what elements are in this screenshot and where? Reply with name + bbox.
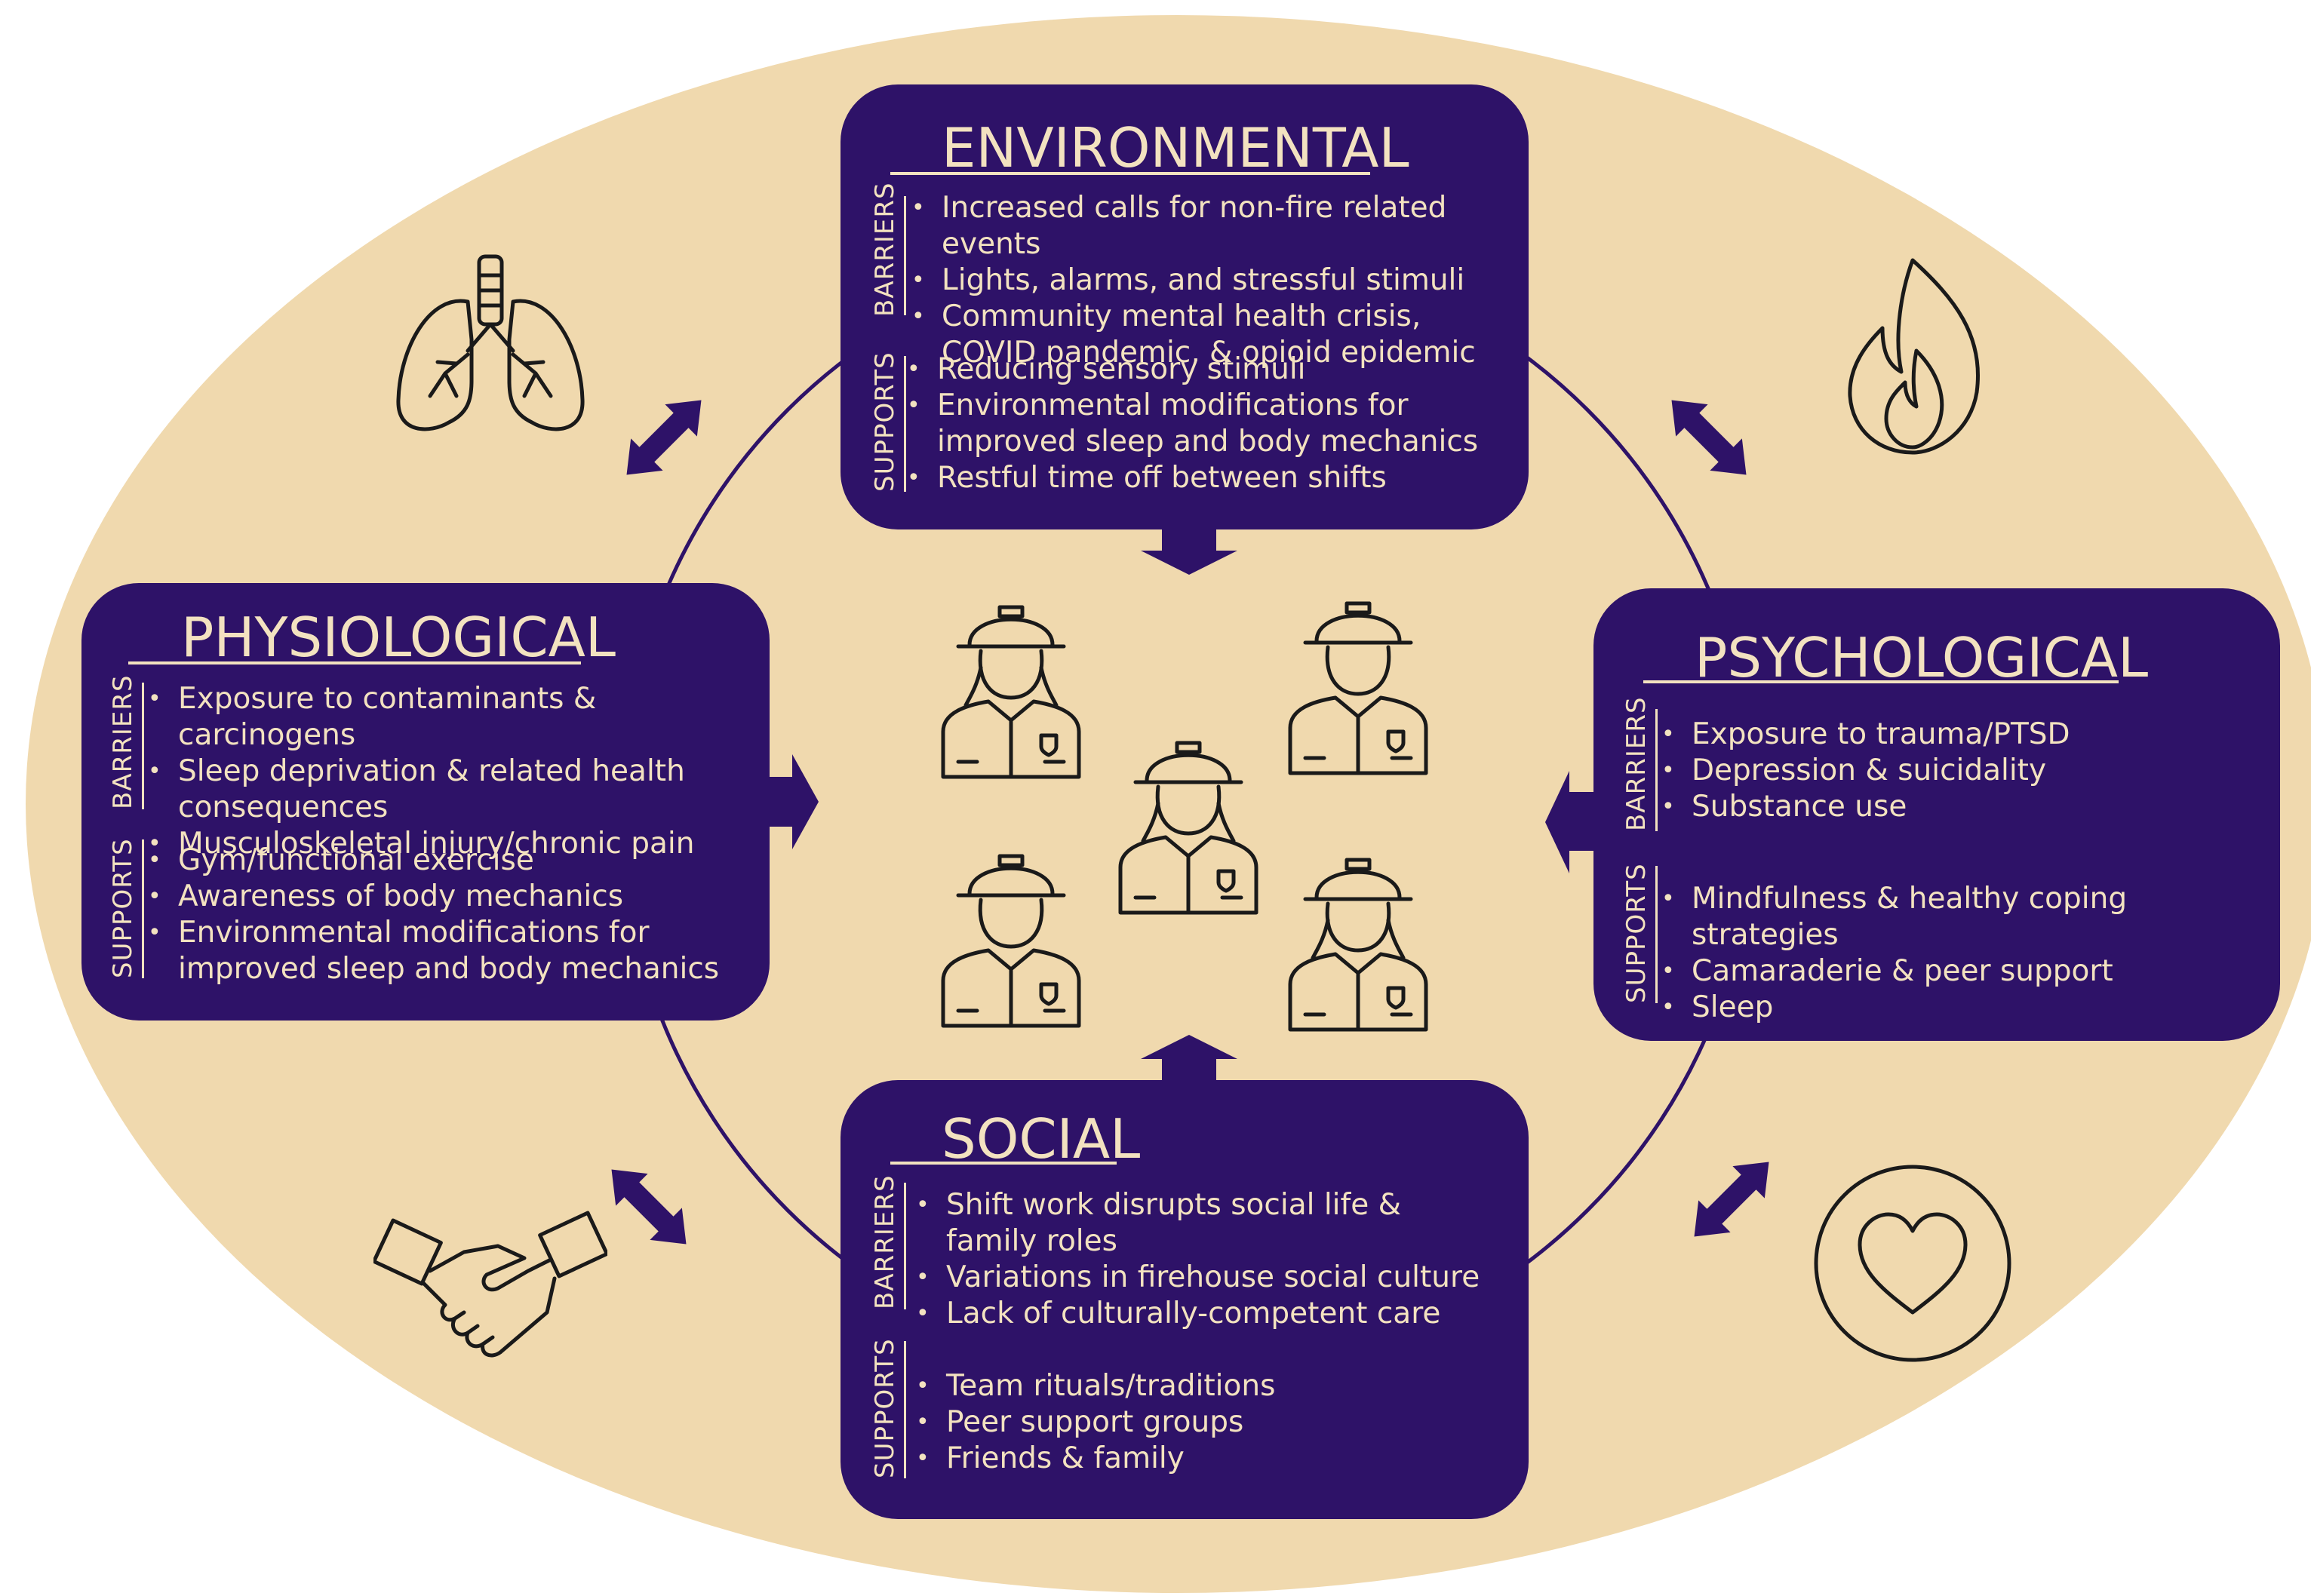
psychological-title: PSYCHOLOGICAL [1695,626,2149,689]
social-barriers-list: Shift work disrupts social life & family… [913,1187,1517,1332]
list-item: Depression & suicidality [1658,753,2262,789]
connector-arrows [611,400,1769,1245]
list-item: Exposure to trauma/PTSD [1658,717,2262,753]
physiological-supports-rule [142,839,144,978]
list-item: Environmental modifications for improved… [145,915,764,987]
handshake-icon [373,1211,607,1358]
psychological-supports-rule [1655,866,1658,1003]
psychological-supports-list: Mindfulness & healthy coping strategies … [1658,881,2270,1026]
physiological-supports-label: SUPPORTS [108,838,138,978]
physiological-barriers-label: BARRIERS [108,674,138,809]
social-barriers-label: BARRIERS [870,1174,900,1309]
physiological-title-underline [128,661,581,664]
physiological-title: PHYSIOLOGICAL [181,606,616,669]
firefighter-icon [941,854,1081,1028]
psychological-barriers-rule [1655,709,1658,831]
heart-icon [1814,1165,2011,1362]
psychological-title-underline [1643,680,2119,683]
list-item: Sleep deprivation & related health conse… [145,753,691,826]
arrow-right-from-physiological [770,754,819,849]
list-item: Sleep [1658,990,2270,1026]
arrow-up-from-social [1141,1035,1237,1080]
list-item: Lack of culturally-competent care [913,1296,1517,1332]
list-item: Mindfulness & healthy coping strategies [1658,881,2270,953]
lungs-icon [396,254,585,431]
environmental-barriers-rule [904,196,906,315]
psychological-supports-label: SUPPORTS [1621,863,1652,1003]
environmental-box: ENVIRONMENTAL BARRIERS Increased calls f… [841,84,1529,529]
environmental-barriers-list: Increased calls for non-fire related eve… [908,190,1512,371]
environmental-title: ENVIRONMENTAL [942,116,1409,180]
social-title: SOCIAL [942,1107,1141,1171]
fire-icon [1848,258,1980,455]
social-title-underline [890,1162,1117,1165]
list-item: Friends & family [913,1441,1517,1477]
environmental-title-underline [890,172,1370,175]
physiological-box: PHYSIOLOGICAL BARRIERS Exposure to conta… [81,583,770,1021]
arrow-down-from-environmental [1141,529,1237,575]
list-item: Variations in firehouse social culture [913,1260,1517,1296]
list-item: Environmental modifications for improved… [904,388,1523,460]
physiological-barriers-rule [142,683,144,809]
physiological-supports-list: Gym/functional exercise Awareness of bod… [145,843,764,987]
list-item: Peer support groups [913,1404,1517,1441]
list-item: Restful time off between shifts [904,460,1523,496]
psychological-barriers-label: BARRIERS [1621,696,1652,831]
list-item: Increased calls for non-fire related eve… [908,190,1512,262]
list-item: Team rituals/traditions [913,1368,1517,1404]
firefighter-icon [941,605,1081,779]
list-item: Substance use [1658,789,2262,825]
arrow-left-from-psychological [1545,771,1593,873]
list-item: Reducing sensory stimuli [904,351,1523,388]
firefighter-icon [1288,858,1428,1032]
physiological-barriers-list: Exposure to contaminants & carcinogens S… [145,681,764,862]
environmental-supports-label: SUPPORTS [870,351,900,492]
list-item: Exposure to contaminants & carcinogens [145,681,764,753]
social-supports-list: Team rituals/traditions Peer support gro… [913,1368,1517,1477]
social-box: SOCIAL BARRIERS Shift work disrupts soci… [841,1080,1529,1519]
social-supports-label: SUPPORTS [870,1338,900,1478]
list-item: Lights, alarms, and stressful stimuli [908,262,1512,299]
arrow-top-left [626,400,702,475]
list-item: Gym/functional exercise [145,843,764,879]
psychological-box: PSYCHOLOGICAL BARRIERS Exposure to traum… [1593,588,2280,1041]
arrow-bottom-right [1694,1162,1769,1237]
arrow-top-right [1671,400,1747,475]
psychological-barriers-list: Exposure to trauma/PTSD Depression & sui… [1658,717,2262,825]
social-barriers-rule [904,1183,906,1309]
environmental-barriers-label: BARRIERS [870,182,900,317]
arrow-bottom-left [611,1169,687,1245]
list-item: Camaraderie & peer support [1658,953,2270,990]
firefighter-icon [1118,741,1258,915]
firefighter-icon [1288,601,1428,775]
environmental-supports-list: Reducing sensory stimuli Environmental m… [904,351,1523,496]
social-supports-rule [904,1341,906,1478]
list-item: Shift work disrupts social life & family… [913,1187,1489,1260]
list-item: Awareness of body mechanics [145,879,764,915]
